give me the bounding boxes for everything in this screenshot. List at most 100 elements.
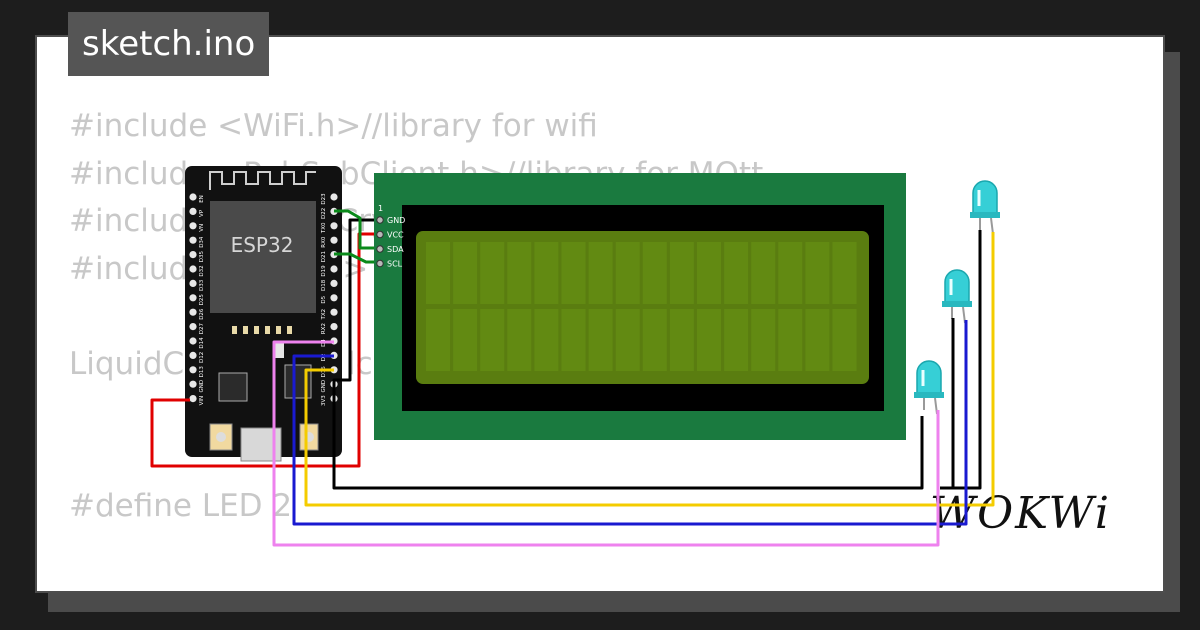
esp32-pin: [330, 265, 338, 273]
lcd-char-cell: [453, 242, 478, 304]
code-line: #define LED 2: [69, 488, 293, 524]
esp32-pin-label: VP: [199, 209, 205, 217]
esp32-pin-label: D13: [199, 366, 205, 378]
module-pad: [265, 326, 270, 334]
esp32-pin: [189, 308, 197, 316]
led-body: [944, 269, 970, 306]
lcd-char-cell: [426, 309, 450, 371]
led-body: [916, 360, 942, 397]
lcd-pin: [376, 230, 384, 239]
lcd-char-cell: [615, 309, 640, 371]
esp32-pin-label: D18: [321, 279, 327, 291]
esp32-pin: [330, 236, 338, 244]
esp32-pin: [330, 323, 338, 331]
lcd-pin-label: SDA: [387, 245, 404, 254]
lcd-char-cell: [480, 242, 505, 304]
esp32-pin: [189, 380, 197, 388]
wire-green-sda: [334, 209, 374, 250]
esp32-pin-label: D19: [321, 265, 327, 277]
lcd-char-cell: [507, 242, 532, 304]
esp32-pin-label: D27: [199, 322, 205, 334]
module-pad: [232, 326, 237, 334]
lcd-char-cell: [751, 242, 776, 304]
esp32-pin-label: D14: [199, 337, 205, 349]
esp32-pin-label: D21: [321, 251, 327, 262]
led-rim: [970, 212, 1000, 218]
lcd-pin1-label: 1: [378, 204, 383, 213]
esp32-module: [210, 201, 316, 313]
lcd-char-cell: [426, 242, 450, 304]
esp32-pin: [189, 207, 197, 215]
lcd-char-cell: [805, 242, 830, 304]
wire-black-ground: [332, 218, 924, 490]
code-line: #include <WiFi.h>//library for wifi: [69, 108, 598, 144]
voltage-regulator: [218, 372, 248, 402]
esp32-pin-label: RX0: [321, 236, 327, 248]
esp32-pin: [330, 294, 338, 302]
led-leg: [990, 217, 994, 235]
lcd-char-cell: [588, 309, 613, 371]
esp32-pin: [189, 337, 197, 345]
lcd-char-cell: [724, 309, 749, 371]
esp32-pin-label: GND: [321, 380, 327, 393]
lcd-char-cell: [669, 309, 694, 371]
lcd-char-cell: [507, 309, 532, 371]
lcd-char-cell: [778, 242, 803, 304]
lcd-char-cell: [669, 242, 694, 304]
led-rim: [942, 301, 972, 307]
wire-black-ground-led2: [940, 318, 955, 490]
esp32-pin: [189, 323, 197, 331]
lcd-char-cell: [832, 309, 857, 371]
lcd-char-cell: [453, 309, 478, 371]
led-body: [972, 180, 998, 217]
esp32-chip-label: ESP32: [231, 233, 294, 257]
esp32-pin: [189, 265, 197, 273]
esp32-pin-label: 3V3: [321, 395, 327, 406]
esp32-antenna: [209, 171, 316, 190]
esp32-pin-label: D35: [199, 250, 205, 262]
lcd-char-cell: [642, 309, 667, 371]
esp32-pin-label: D34: [199, 236, 205, 248]
esp32-pin-label: RX2: [321, 323, 327, 334]
lcd-char-cell: [561, 242, 586, 304]
lcd-pin-label: GND: [387, 216, 405, 225]
esp32-pin: [189, 236, 197, 244]
esp32-pin: [189, 222, 197, 230]
wire-black-ground-led1: [953, 230, 982, 490]
module-pad: [254, 326, 259, 334]
lcd-pin-label: SCL: [387, 260, 403, 269]
lcd-char-cell: [534, 309, 559, 371]
lcd-char-cell: [642, 242, 667, 304]
lcd-pin: [376, 245, 384, 253]
lcd-char-cell: [832, 242, 857, 304]
module-pad: [287, 326, 292, 334]
lcd-char-cell: [480, 309, 505, 371]
esp32-pin-label: D23: [321, 193, 327, 205]
lcd-char-cell: [534, 242, 559, 304]
esp32-pin-label: VN: [199, 224, 205, 232]
esp32-pin: [330, 279, 338, 287]
lcd-char-cell: [561, 309, 586, 371]
esp32-pin-label: D15: [321, 366, 327, 378]
led-component: [970, 180, 1000, 235]
esp32-pin-label: VIN: [199, 396, 205, 406]
module-pad: [276, 326, 281, 334]
lcd-char-cell: [697, 242, 721, 304]
esp32-pin-label: D22: [321, 208, 327, 219]
esp32-pin-label: D25: [199, 294, 205, 306]
file-name-tab[interactable]: sketch.ino: [68, 12, 270, 76]
esp32-pin: [189, 279, 197, 287]
boot-button-cap: [216, 432, 226, 442]
lcd-char-cell: [588, 242, 613, 304]
led-component: [914, 360, 944, 415]
esp32-board: ESP32ENVPVND34D35D32D33D25D26D27D14D12D1…: [185, 166, 342, 462]
module-pad: [243, 326, 248, 334]
lcd-pin-label: VCC: [387, 231, 404, 240]
esp32-pin-label: EN: [199, 195, 205, 203]
esp32-pin: [330, 222, 338, 230]
esp32-pin-label: D5: [321, 295, 327, 303]
wokwi-logo: WOKWi: [929, 488, 1111, 539]
capacitor: [274, 342, 284, 358]
